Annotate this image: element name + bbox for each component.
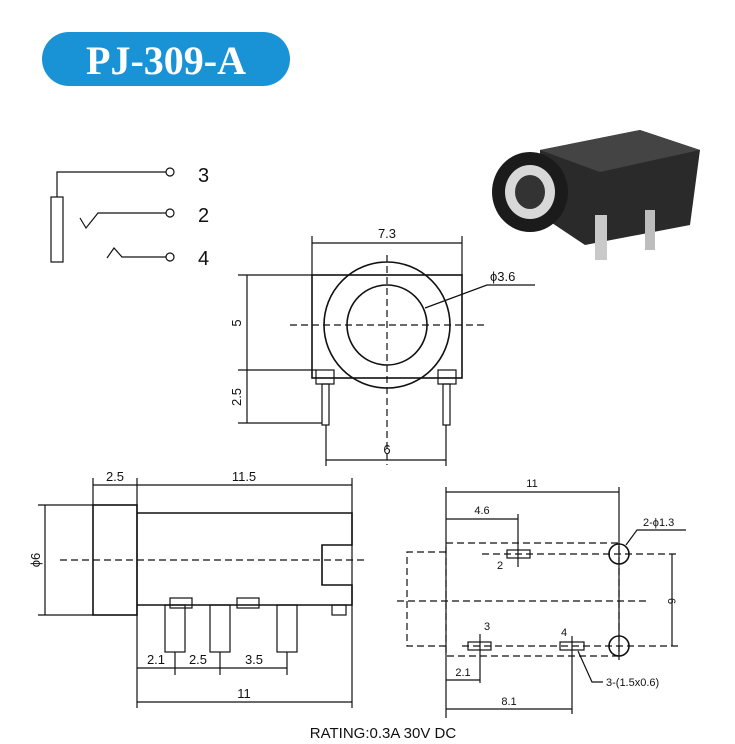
fp-pads-label: 3-(1.5x0.6) [606,677,659,689]
pin-label-3: 3 [198,165,209,187]
fp-pin-label-2: 2 [497,560,503,572]
fp-dim-hole-spacing: 6 [665,598,677,604]
part-title: PJ-309-A [86,38,246,83]
rating-text: RATING:0.3A 30V DC [310,725,457,742]
fp-dim-pin4-offset: 8.1 [501,696,516,708]
pcb-footprint: 11 4.6 2-ϕ1.3 6 2 3 4 2.1 8.1 3-(1.5x0.6… [397,478,686,718]
pin-label-4: 4 [198,248,209,270]
dim-pin-offset-2: 2.5 [189,652,207,667]
dim-height: 5 [229,319,244,326]
dim-pin-offset-1: 2.1 [147,652,165,667]
dim-diameter: ϕ6 [28,553,43,568]
dim-bore-diameter: ϕ3.6 [490,269,515,284]
dim-overall-length: 11 [237,686,251,701]
fp-dim-pin2-offset: 4.6 [474,505,489,517]
dim-body-length: 11.5 [232,469,256,484]
title-badge: PJ-309-A [42,32,290,86]
fp-dim-overall: 11 [526,478,537,490]
pin-label-2: 2 [198,205,209,227]
fp-pin-label-3: 3 [484,621,490,633]
dim-head-length: 2.5 [106,469,124,484]
fp-pin-label-4: 4 [561,627,567,639]
product-photo [492,130,700,260]
fp-dim-pin3-offset: 2.1 [455,667,470,679]
dim-width: 7.3 [378,226,396,241]
front-view: 7.3 ϕ3.6 5 2.5 6 [229,226,535,466]
side-view: 2.5 11.5 ϕ6 2.1 2.5 3.5 11 [28,469,365,708]
schematic-symbol: 3 2 4 [50,165,209,270]
dim-pin-length: 2.5 [229,388,244,406]
fp-holes-label: 2-ϕ1.3 [643,517,674,529]
dim-pin-offset-3: 3.5 [245,652,263,667]
dim-pin-spacing: 6 [383,442,390,457]
